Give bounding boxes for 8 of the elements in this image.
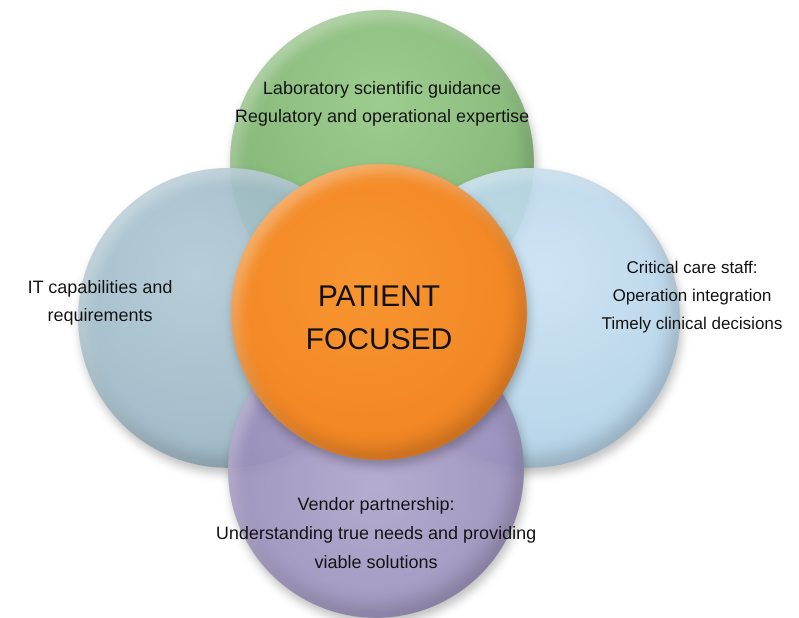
center-title: PATIENT FOCUSED xyxy=(304,279,454,358)
circle-label: Regulatory and operational expertise xyxy=(234,105,530,128)
circle-label: IT capabilities and requirements xyxy=(26,276,174,327)
circle-label: Vendor partnership: xyxy=(296,493,456,516)
circle-label: Timely clinical decisions xyxy=(600,313,784,335)
circle-label: Critical care staff: xyxy=(625,257,758,279)
circle-label: Laboratory scientific guidance xyxy=(262,77,502,100)
circle-label: Operation integration xyxy=(612,285,772,307)
